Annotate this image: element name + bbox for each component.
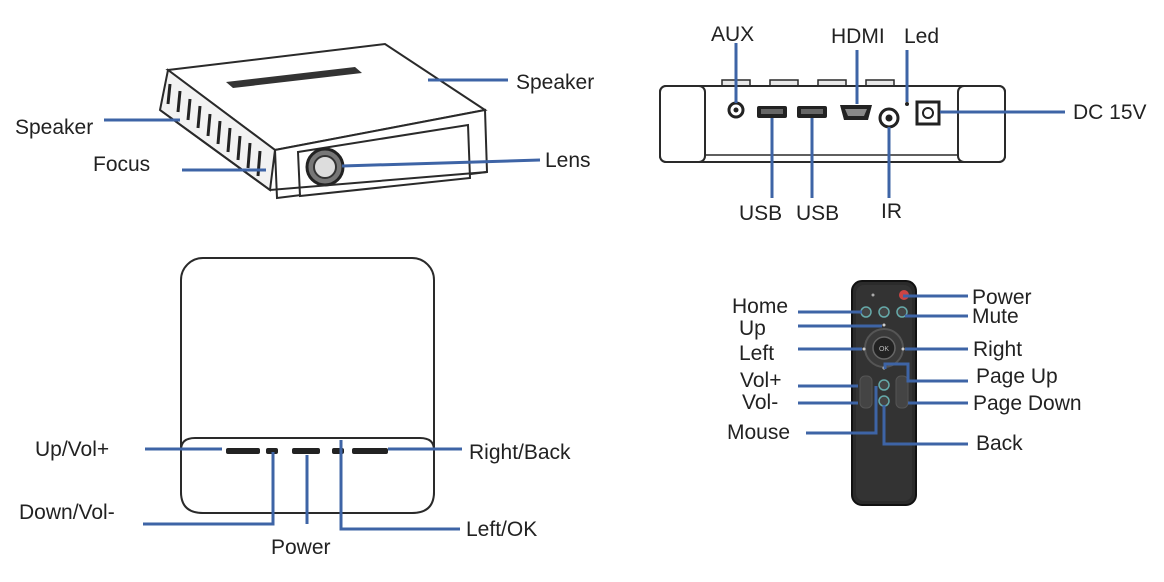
mute-label: Mute bbox=[972, 305, 1019, 328]
led-label: Led bbox=[904, 25, 939, 48]
home-label: Home bbox=[732, 295, 788, 318]
lens-label: Lens bbox=[545, 149, 591, 172]
rear-panel-illustration bbox=[659, 79, 1006, 163]
projector-leader-lines bbox=[104, 78, 541, 172]
mouse-label: Mouse bbox=[727, 421, 790, 444]
usb1-label: USB bbox=[739, 202, 782, 225]
vol-plus-label: Vol+ bbox=[740, 369, 781, 392]
left-label: Left bbox=[739, 342, 774, 365]
back-label: Back bbox=[976, 432, 1023, 455]
power-label: Power bbox=[271, 536, 331, 559]
up-label: Up bbox=[739, 317, 766, 340]
top-panel-leader-lines bbox=[143, 440, 462, 531]
projector-illustration bbox=[158, 42, 489, 200]
remote-illustration bbox=[851, 280, 917, 506]
rear-panel-leader-lines bbox=[734, 43, 1065, 198]
usb2-label: USB bbox=[796, 202, 839, 225]
down-vol-label: Down/Vol- bbox=[19, 501, 115, 524]
page-up-label: Page Up bbox=[976, 365, 1058, 388]
ir-label: IR bbox=[881, 200, 902, 223]
right-label: Right bbox=[973, 338, 1022, 361]
page-down-label: Page Down bbox=[973, 392, 1082, 415]
remote-power-label: Power bbox=[972, 286, 1032, 309]
hdmi-label: HDMI bbox=[831, 25, 885, 48]
focus-label: Focus bbox=[93, 153, 150, 176]
speaker-side-label: Speaker bbox=[15, 116, 93, 139]
remote-leader-lines bbox=[798, 294, 968, 446]
ok-button-text: OK bbox=[879, 346, 889, 353]
left-ok-label: Left/OK bbox=[466, 518, 537, 541]
vol-minus-label: Vol- bbox=[742, 391, 778, 414]
aux-label: AUX bbox=[711, 23, 754, 46]
right-back-label: Right/Back bbox=[469, 441, 571, 464]
dc-label: DC 15V bbox=[1073, 101, 1147, 124]
speaker-top-label: Speaker bbox=[516, 71, 594, 94]
up-vol-label: Up/Vol+ bbox=[35, 438, 109, 461]
